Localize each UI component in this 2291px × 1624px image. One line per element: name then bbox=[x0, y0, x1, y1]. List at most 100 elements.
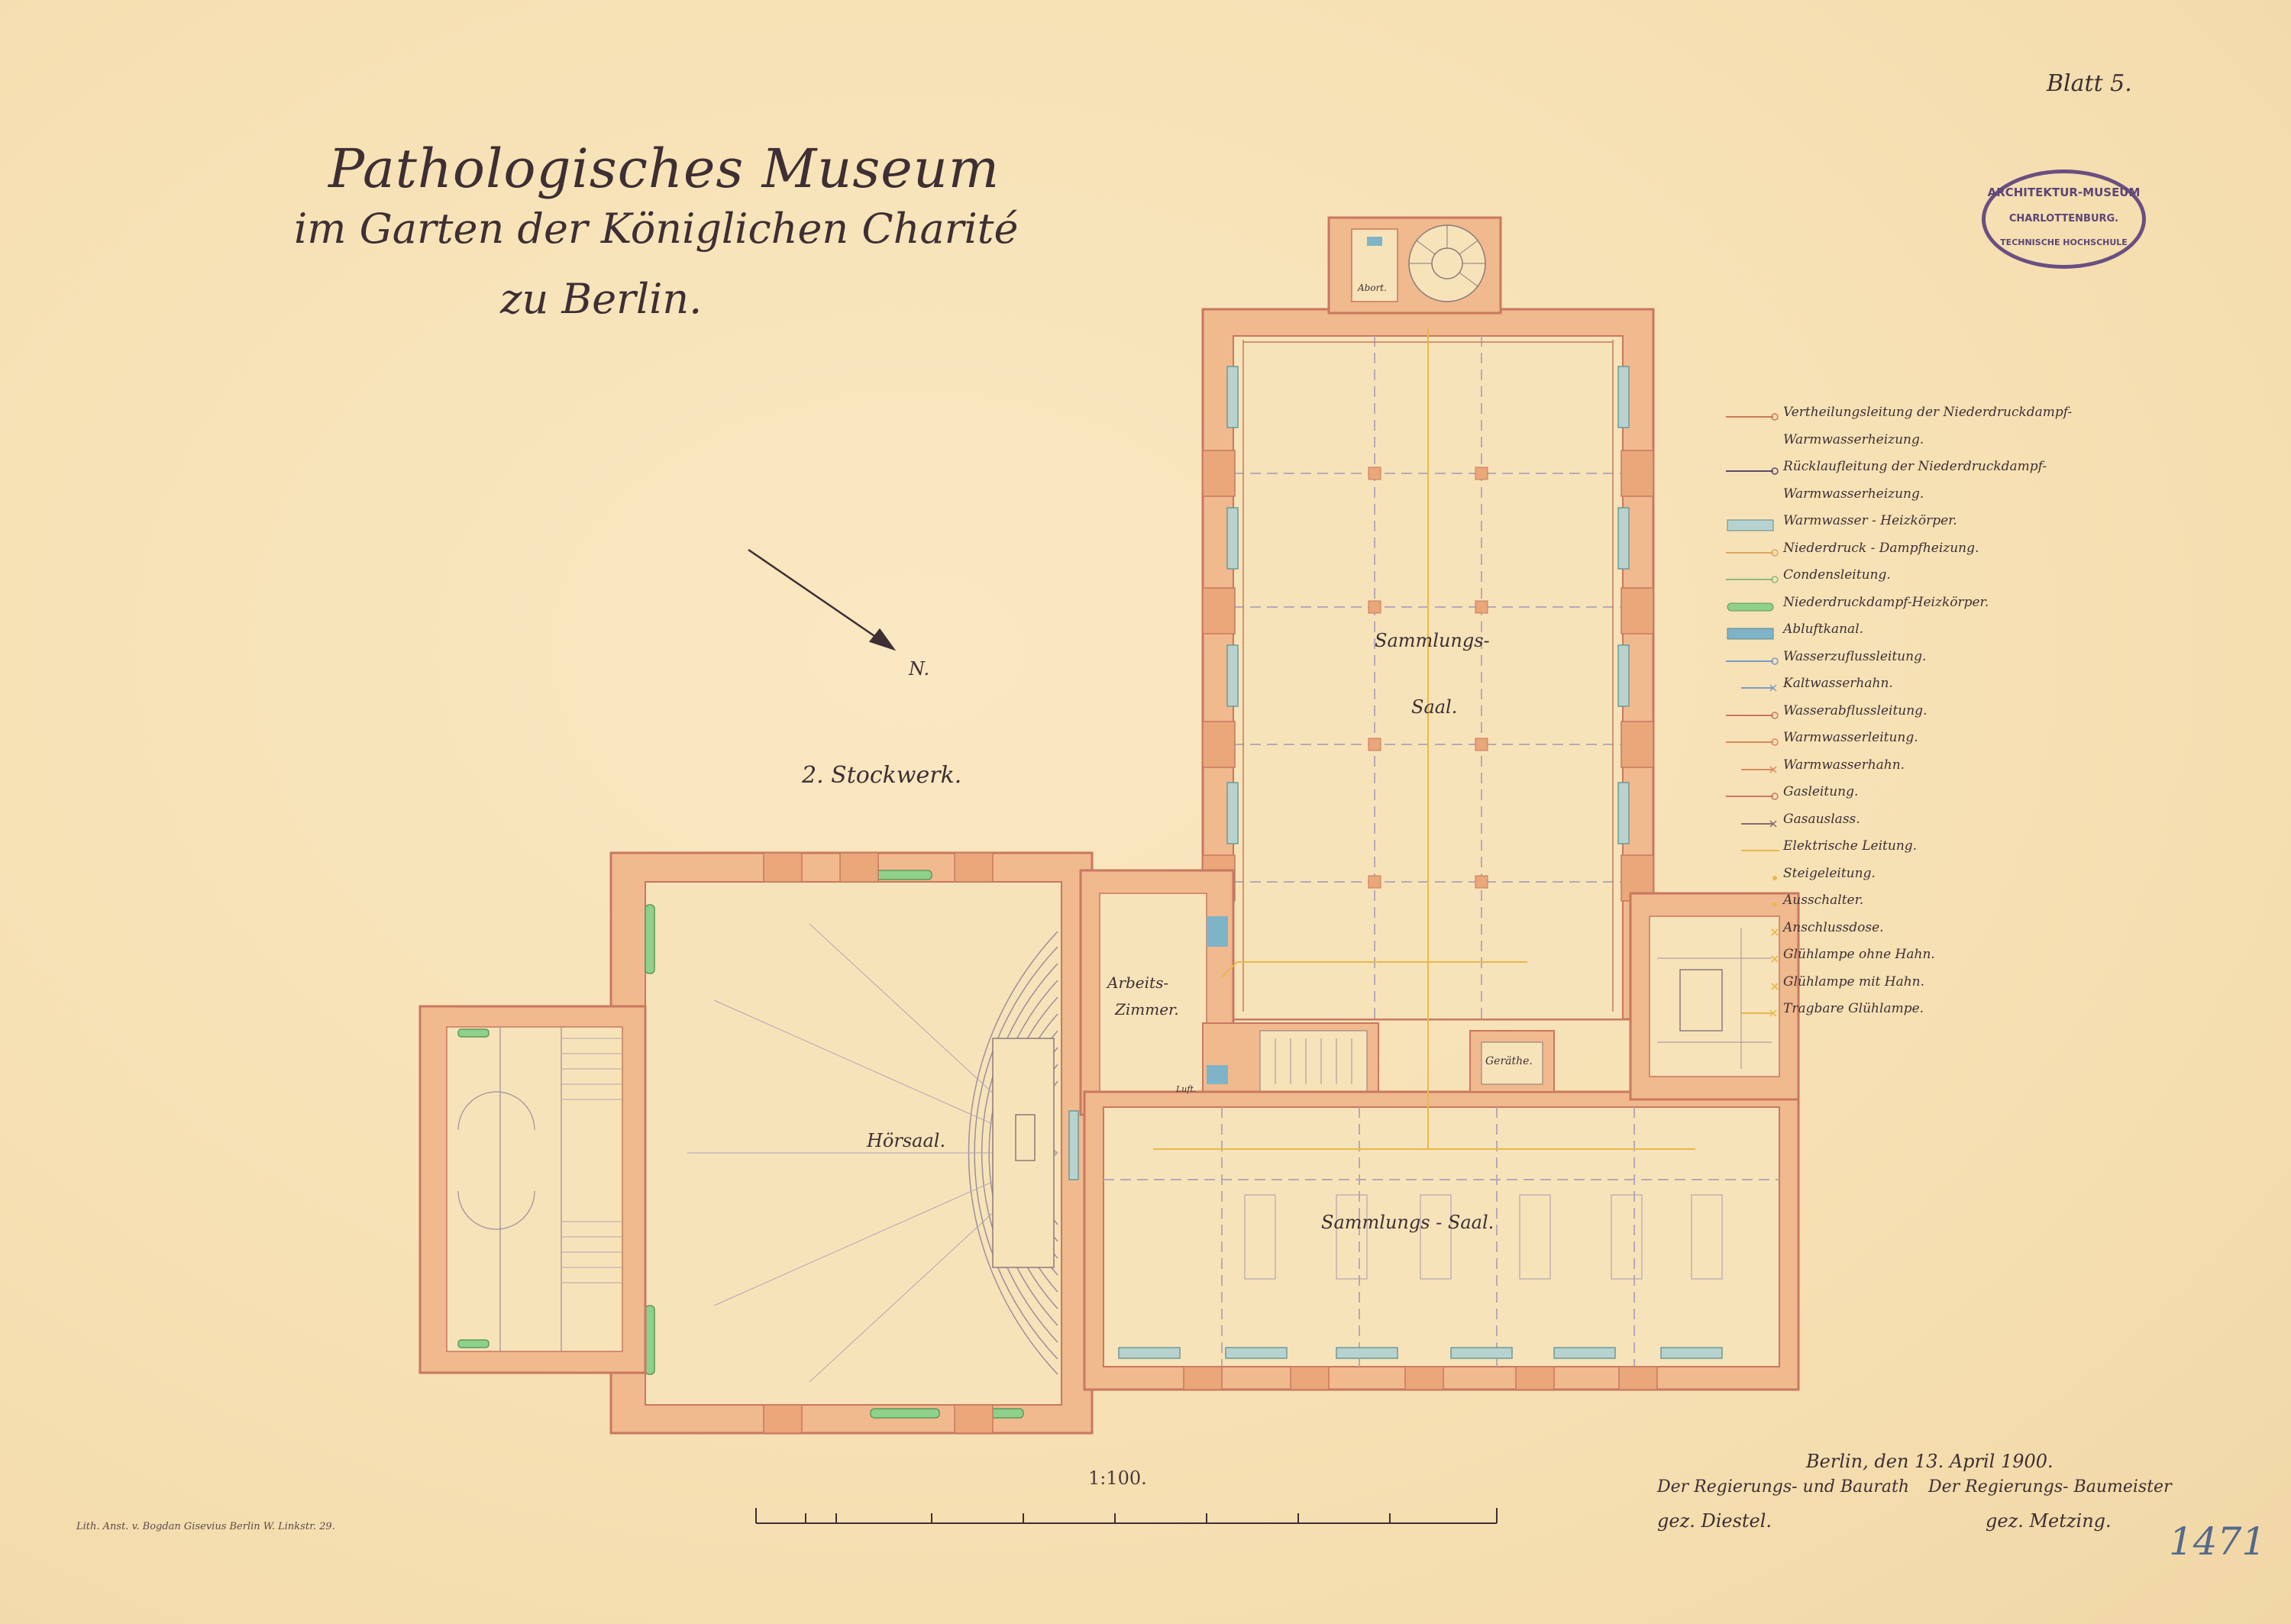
legend-row: Warmwasserleitung. bbox=[1726, 730, 2154, 756]
legend-row: Tragbare Glühlampe. bbox=[1726, 1001, 2154, 1027]
legend-row: Kaltwasserhahn. bbox=[1726, 676, 2154, 702]
legend-row: Warmwasser - Heizkörper. bbox=[1726, 513, 2154, 539]
inventory-number: 1471 bbox=[2169, 1519, 2267, 1564]
legend-row: Rücklaufleitung der Niederdruckdampf- bbox=[1726, 459, 2154, 485]
room-label-toilet: Abort. bbox=[1358, 283, 1387, 293]
legend-label: Niederdruck - Dampfheizung. bbox=[1783, 540, 1979, 556]
legend-label: Wasserzuflussleitung. bbox=[1783, 648, 1927, 664]
legend-row: Warmwasserheizung. bbox=[1726, 486, 2154, 512]
legend-label: Warmwasserhahn. bbox=[1783, 757, 1905, 773]
legend-row: Glühlampe ohne Hahn. bbox=[1726, 947, 2154, 973]
legend-symbol bbox=[1727, 602, 1774, 611]
legend-symbol bbox=[1726, 467, 1779, 475]
stamp-line-3: TECHNISCHE HOCHSCHULE bbox=[2000, 237, 2128, 247]
legend-row: Wasserabflussleitung. bbox=[1726, 703, 2154, 729]
legend-row: Glühlampe mit Hahn. bbox=[1726, 974, 2154, 1000]
scale-bar bbox=[755, 1508, 1498, 1524]
legend-label: Anschlussdose. bbox=[1783, 919, 1884, 935]
legend-label: Elektrische Leitung. bbox=[1783, 838, 1918, 854]
legend-symbol bbox=[1741, 1009, 1777, 1017]
lower-hall bbox=[1083, 328, 1800, 1391]
legend-label: Ausschalter. bbox=[1783, 893, 1864, 908]
lithographer-credit: Lith. Anst. v. Bogdan Gisevius Berlin W.… bbox=[76, 1521, 335, 1532]
legend-label: Glühlampe ohne Hahn. bbox=[1783, 947, 1935, 962]
work-room-block bbox=[1079, 869, 1379, 1116]
legend-row: Elektrische Leitung. bbox=[1726, 838, 2154, 864]
legend-label: Warmwasserheizung. bbox=[1783, 431, 1924, 447]
legend-symbol bbox=[1727, 628, 1774, 640]
room-label-lower-hall: Sammlungs - Saal. bbox=[1321, 1212, 1494, 1233]
room-label-air: Luft. bbox=[1176, 1084, 1197, 1094]
legend-symbol bbox=[1726, 711, 1779, 719]
legend-label: Vertheilungsleitung der Niederdruckdampf… bbox=[1783, 405, 2073, 420]
legend-row: Warmwasserheizung. bbox=[1726, 432, 2154, 458]
legend-symbol bbox=[1726, 437, 1779, 452]
legend-symbol bbox=[1726, 491, 1779, 506]
legend-row: Warmwasserhahn. bbox=[1726, 757, 2154, 783]
legend-symbol bbox=[1741, 819, 1777, 828]
legend-label: Warmwasserheizung. bbox=[1783, 486, 1924, 502]
legend-row: Anschlussdose. bbox=[1726, 920, 2154, 946]
north-label: N. bbox=[909, 658, 930, 680]
room-label-upper-hall-2: Saal. bbox=[1411, 696, 1458, 718]
sheet-number: Blatt 5. bbox=[2047, 70, 2132, 97]
right-stair-wing bbox=[1469, 892, 1800, 1101]
legend-row: Wasserzuflussleitung. bbox=[1726, 649, 2154, 675]
room-label-lecture-hall: Hörsaal. bbox=[867, 1130, 946, 1151]
signer-left-name: gez. Diestel. bbox=[1657, 1510, 1772, 1532]
legend-row: Steigeleitung. bbox=[1726, 866, 2154, 892]
legend-label: Condensleitung. bbox=[1783, 567, 1891, 583]
legend-symbol bbox=[1726, 548, 1779, 557]
title-line-1: Pathologisches Museum bbox=[328, 137, 1000, 200]
legend-label: Kaltwasserhahn. bbox=[1783, 676, 1893, 691]
legend-label: Steigeleitung. bbox=[1783, 865, 1876, 881]
stamp-line-1: ARCHITEKTUR-MUSEUM bbox=[1987, 186, 2141, 199]
legend-symbol bbox=[1741, 684, 1777, 692]
legend-label: Tragbare Glühlampe. bbox=[1783, 1001, 1924, 1016]
legend-row: Ausschalter. bbox=[1726, 893, 2154, 919]
legend-row: Vertheilungsleitung der Niederdruckdampf… bbox=[1726, 405, 2154, 431]
legend-symbol bbox=[1726, 657, 1779, 665]
legend-row: Gasauslass. bbox=[1726, 812, 2154, 838]
legend-symbol bbox=[1771, 928, 1779, 936]
lecture-hall bbox=[609, 851, 1094, 1435]
legend-symbol bbox=[1741, 850, 1779, 851]
scale-label: 1:100. bbox=[1088, 1467, 1147, 1489]
legend-symbol bbox=[1726, 413, 1779, 421]
legend-symbol bbox=[1726, 793, 1779, 800]
legend-row: Niederdruck - Dampfheizung. bbox=[1726, 541, 2154, 567]
legend-symbol bbox=[1726, 576, 1779, 583]
signer-left-title: Der Regierungs- und Baurath bbox=[1657, 1477, 1910, 1496]
room-label-equipment: Geräthe. bbox=[1485, 1055, 1533, 1067]
stamp-line-2: CHARLOTTENBURG. bbox=[2008, 213, 2119, 224]
date-line: Berlin, den 13. April 1900. bbox=[1806, 1451, 2053, 1472]
legend-label: Gasleitung. bbox=[1783, 784, 1859, 799]
legend-row: Abluftkanal. bbox=[1726, 622, 2154, 647]
legend-row: Niederdruckdampf-Heizkörper. bbox=[1726, 595, 2154, 621]
legend-row: Gasleitung. bbox=[1726, 784, 2154, 810]
legend-label: Wasserabflussleitung. bbox=[1783, 702, 1927, 718]
title-line-3: zu Berlin. bbox=[500, 275, 703, 323]
legend-label: Rücklaufleitung der Niederdruckdampf- bbox=[1783, 459, 2047, 474]
legend-symbol bbox=[1772, 902, 1777, 907]
stair-tower bbox=[1327, 216, 1502, 315]
legend-symbol bbox=[1772, 875, 1777, 880]
room-label-work-room-2: Zimmer. bbox=[1115, 1000, 1179, 1019]
room-label-upper-hall-1: Sammlungs- bbox=[1375, 630, 1490, 651]
signer-right-title: Der Regierungs- Baumeister bbox=[1928, 1477, 2172, 1496]
room-label-work-room-1: Arbeits- bbox=[1107, 973, 1169, 992]
legend-symbol bbox=[1741, 765, 1777, 773]
floor-label: 2. Stockwerk. bbox=[802, 762, 962, 789]
legend-label: Warmwasser - Heizkörper. bbox=[1783, 513, 1957, 528]
museum-stamp: ARCHITEKTUR-MUSEUM CHARLOTTENBURG. TECHN… bbox=[1982, 170, 2146, 269]
legend-label: Gasauslass. bbox=[1783, 811, 1860, 827]
legend-symbol bbox=[1771, 955, 1779, 963]
title-line-2: im Garten der Königlichen Charité bbox=[294, 205, 1019, 253]
legend-label: Niederdruckdampf-Heizkörper. bbox=[1783, 594, 1989, 610]
north-arrow bbox=[748, 548, 897, 651]
signer-right-name: gez. Metzing. bbox=[1986, 1510, 2112, 1532]
legend-symbol bbox=[1727, 519, 1774, 531]
legend-row: Condensleitung. bbox=[1726, 567, 2154, 593]
legend-label: Glühlampe mit Hahn. bbox=[1783, 973, 1925, 990]
